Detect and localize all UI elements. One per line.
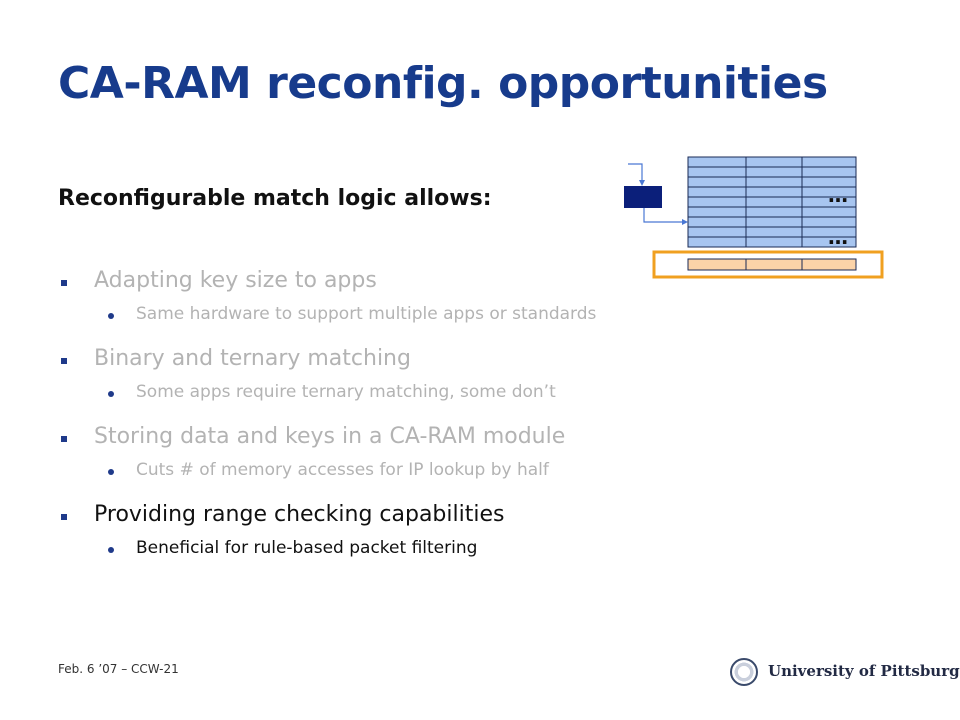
bullet-list: Adapting key size to apps Same hardware … (58, 268, 778, 580)
bullet-text: Providing range checking capabilities (94, 502, 505, 527)
round-bullet-icon (108, 547, 114, 553)
sub-bullet-text: Beneficial for rule-based packet filteri… (136, 538, 478, 558)
slide-subtitle: Reconfigurable match logic allows: (58, 186, 492, 211)
bullet-item-active: Providing range checking capabilities Be… (58, 502, 778, 580)
key-to-array-arrow (643, 208, 684, 223)
bullet-text: Adapting key size to apps (94, 268, 377, 293)
university-name: University of Pittsburgh (768, 662, 960, 680)
bullet-item: Binary and ternary matching Some apps re… (58, 346, 778, 424)
university-logo: University of Pittsburgh (730, 656, 960, 690)
sub-bullet-text: Same hardware to support multiple apps o… (136, 304, 597, 324)
sub-bullet-text: Cuts # of memory accesses for IP lookup … (136, 460, 549, 480)
ca-ram-diagram: … … (624, 156, 884, 279)
footer-date: Feb. 6 ’07 – CCW-21 (58, 662, 179, 676)
key-register (624, 186, 662, 208)
slide-title: CA-RAM reconfig. opportunities (58, 58, 828, 109)
ellipsis-bottom: … (828, 225, 848, 249)
round-bullet-icon (108, 469, 114, 475)
input-arrow (628, 163, 643, 184)
university-seal-icon (730, 658, 758, 686)
bullet-item: Storing data and keys in a CA-RAM module… (58, 424, 778, 502)
memory-array (687, 156, 857, 248)
square-bullet-icon (61, 514, 67, 520)
round-bullet-icon (108, 391, 114, 397)
square-bullet-icon (61, 358, 67, 364)
ellipsis-top: … (828, 183, 848, 207)
square-bullet-icon (61, 436, 67, 442)
sub-bullet-text: Some apps require ternary matching, some… (136, 382, 556, 402)
highlight-border (652, 250, 884, 279)
bullet-text: Binary and ternary matching (94, 346, 411, 371)
match-logic-row (687, 258, 857, 271)
square-bullet-icon (61, 280, 67, 286)
round-bullet-icon (108, 313, 114, 319)
bullet-item: Adapting key size to apps Same hardware … (58, 268, 778, 346)
bullet-text: Storing data and keys in a CA-RAM module (94, 424, 566, 449)
